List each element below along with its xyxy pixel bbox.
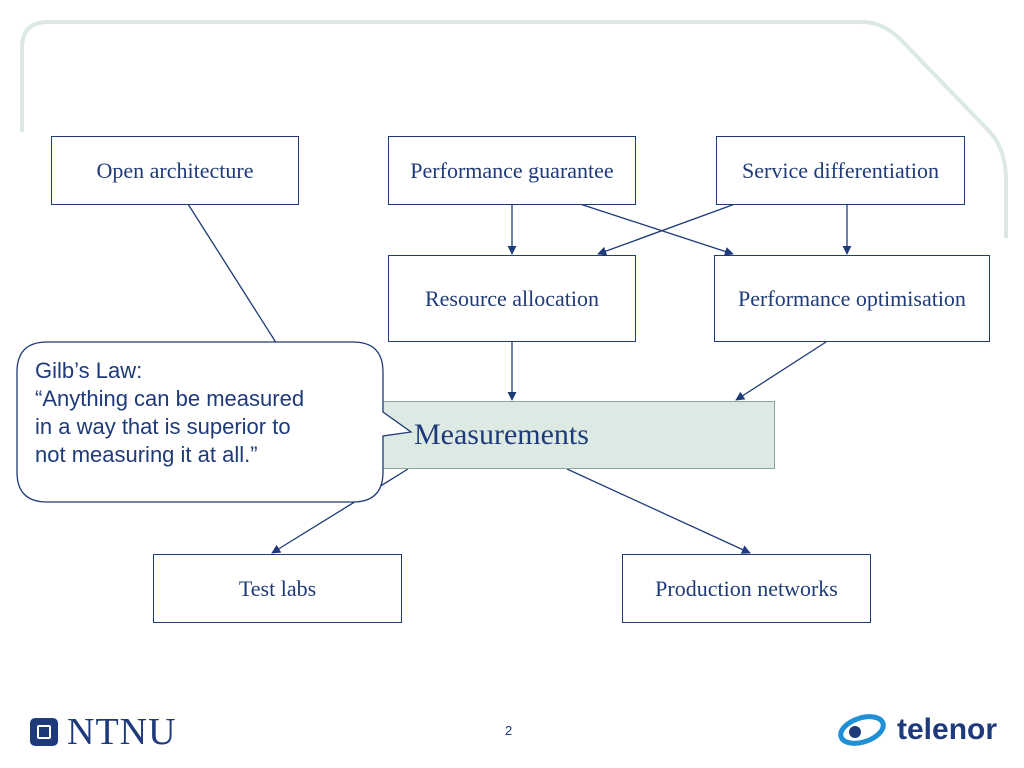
gilbs-law-callout: Gilb’s Law: “Anything can be measured in… <box>35 357 365 469</box>
box-resource-allocation: Resource allocation <box>388 255 636 342</box>
box-measurements <box>378 401 775 469</box>
callout-line-4: not measuring it at all.” <box>35 442 258 467</box>
box-production-networks: Production networks <box>622 554 871 623</box>
callout-line-3: in a way that is superior to <box>35 414 291 439</box>
arrow-optimisation-to-measurements <box>735 341 827 401</box>
box-open-architecture: Open architecture <box>51 136 299 205</box>
callout-line-1: Gilb’s Law: <box>35 358 143 383</box>
telenor-logo: telenor <box>835 712 997 748</box>
measurements-label: Measurements <box>414 418 589 451</box>
box-test-labs: Test labs <box>153 554 402 623</box>
arrow-differentiation-to-resource <box>597 203 736 256</box>
callout-line-2: “Anything can be measured <box>35 386 305 411</box>
page-number: 2 <box>505 723 513 738</box>
ntnu-logo: NTNU <box>30 710 177 754</box>
ntnu-logo-text: NTNU <box>67 711 177 753</box>
telenor-logo-icon <box>838 714 886 746</box>
box-service-differentiation: Service differentiation <box>716 136 965 205</box>
box-performance-optimisation: Performance optimisation <box>714 255 990 342</box>
box-performance-guarantee: Performance guarantee <box>388 136 636 205</box>
arrow-measurements-to-production <box>566 468 751 554</box>
telenor-logo-text: telenor <box>897 713 998 746</box>
connector-open-architecture <box>187 203 283 353</box>
arrow-measurements-to-test-labs <box>271 468 409 554</box>
ntnu-logo-icon <box>30 718 58 746</box>
arrow-guarantee-to-optimisation <box>579 203 734 256</box>
